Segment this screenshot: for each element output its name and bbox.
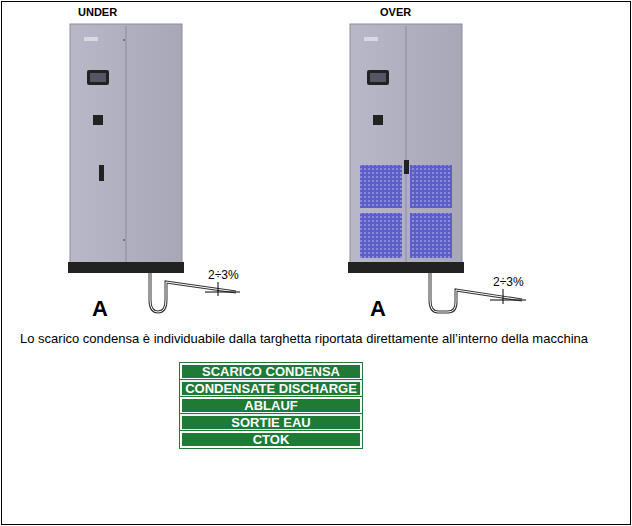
sign-band: CONDENSATE DISCHARGE <box>180 380 362 397</box>
sign-band: CTOK <box>180 431 362 448</box>
cabinet-over <box>348 24 526 312</box>
cabinet-title: OVER <box>380 6 411 18</box>
cabinet-title: UNDER <box>78 6 117 18</box>
callout-letter: A <box>370 296 386 322</box>
slope-dimension: 2÷3% <box>493 275 524 289</box>
sign-band: ABLAUF <box>180 397 362 414</box>
sign-band: SCARICO CONDENSA <box>180 363 362 380</box>
slope-dimension: 2÷3% <box>208 268 239 282</box>
sign-band: SORTIE EAU <box>180 414 362 431</box>
cabinet-under <box>68 24 240 312</box>
note-text: Lo scarico condensa è individuabile dall… <box>20 330 610 347</box>
callout-letter: A <box>92 296 108 322</box>
sign-text: CTOK <box>253 432 290 447</box>
sign-text: SORTIE EAU <box>231 415 310 430</box>
sign-text: ABLAUF <box>244 398 297 413</box>
sign-text: SCARICO CONDENSA <box>202 364 340 379</box>
sign-text: CONDENSATE DISCHARGE <box>185 381 357 396</box>
